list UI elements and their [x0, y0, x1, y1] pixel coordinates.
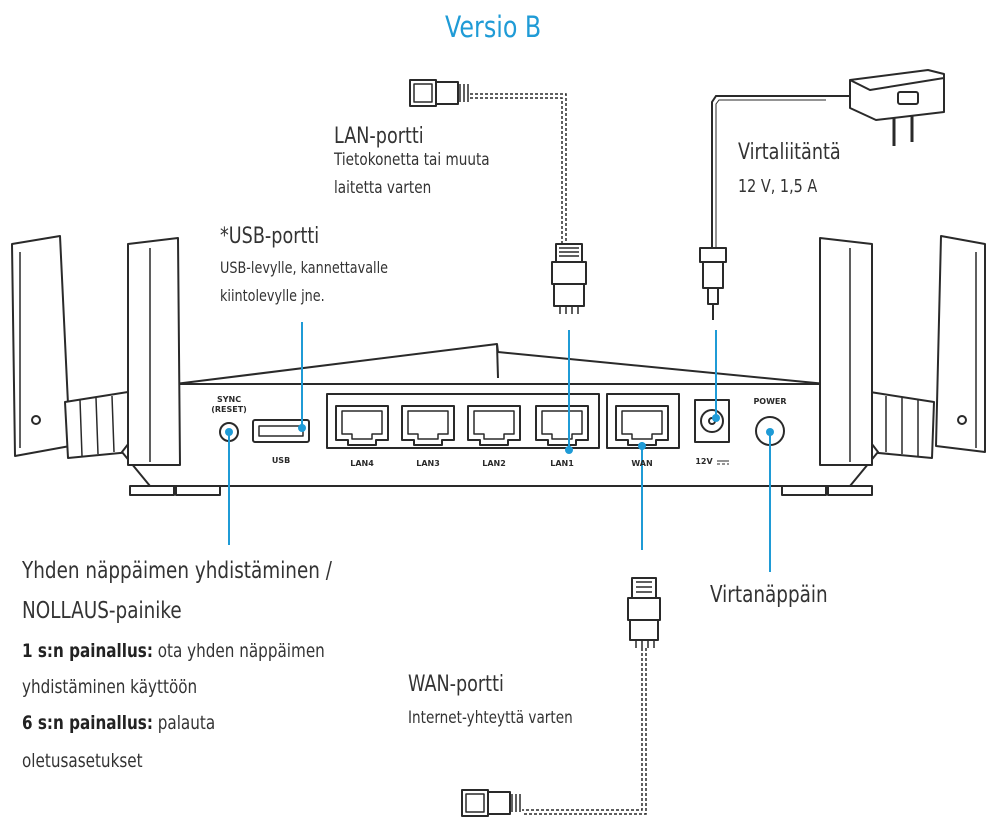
reset-label: (RESET)	[211, 405, 247, 414]
usb-label: USB	[272, 456, 290, 465]
lan3-label: LAN3	[416, 459, 440, 468]
dc-label: 12V	[695, 457, 713, 466]
wan-port-desc: Internet-yhteyttä varten	[408, 708, 573, 728]
sync-title-line2: NOLLAUS-painike	[22, 598, 182, 624]
lan1-label: LAN1	[550, 459, 574, 468]
sync-press-6s-line2: oletusasetukset	[22, 750, 143, 772]
power-input-title: Virtaliitäntä	[738, 140, 841, 165]
wan-cable	[522, 648, 643, 811]
power-input-spec: 12 V, 1,5 A	[738, 176, 818, 197]
wan-cable-plug-top	[631, 577, 657, 599]
lan-port-title: LAN-portti	[334, 124, 424, 149]
hinge-right	[867, 391, 935, 459]
power-label: POWER	[753, 397, 786, 406]
antenna-right-inner	[819, 237, 873, 466]
lan-port-desc-line2: laitetta varten	[334, 178, 432, 198]
lan4-label: LAN4	[350, 459, 374, 468]
lan-port-desc-line1: Tietokonetta tai muuta	[334, 150, 490, 170]
sync-title-line1: Yhden näppäimen yhdistäminen /	[22, 558, 332, 584]
sync-press-1s-line2: yhdistäminen käyttöön	[22, 676, 198, 698]
usb-port-desc-line2: kiintolevylle jne.	[220, 286, 325, 305]
antenna-left-inner	[127, 237, 181, 466]
power-cable	[711, 95, 826, 248]
sync-press-1s-label: 1 s:n painallus:	[22, 640, 153, 662]
sync-press-6s-text: palauta	[152, 712, 216, 734]
lan-cable-plug-bottom	[555, 243, 583, 263]
sync-press-1s: 1 s:n painallus: ota yhden näppäimen	[22, 640, 325, 662]
wan-port-title: WAN-portti	[408, 672, 504, 697]
sync-label: SYNC	[217, 395, 241, 404]
usb-port-desc-line1: USB-levylle, kannettavalle	[220, 258, 389, 277]
router-top	[174, 343, 827, 385]
wan-label: WAN	[631, 459, 652, 468]
lan2-label: LAN2	[482, 459, 506, 468]
dc-power-plug	[699, 247, 727, 263]
lan-cable	[470, 93, 567, 244]
sync-press-6s-label: 6 s:n painallus:	[22, 712, 153, 734]
power-button-title: Virtanäppäin	[710, 582, 828, 608]
antenna-right-outer	[935, 235, 986, 453]
sync-press-6s: 6 s:n painallus: palauta	[22, 712, 215, 734]
usb-port-title: *USB-portti	[220, 224, 320, 249]
diagram-title: Versio B	[445, 10, 542, 44]
sync-press-1s-text: ota yhden näppäimen	[152, 640, 325, 662]
